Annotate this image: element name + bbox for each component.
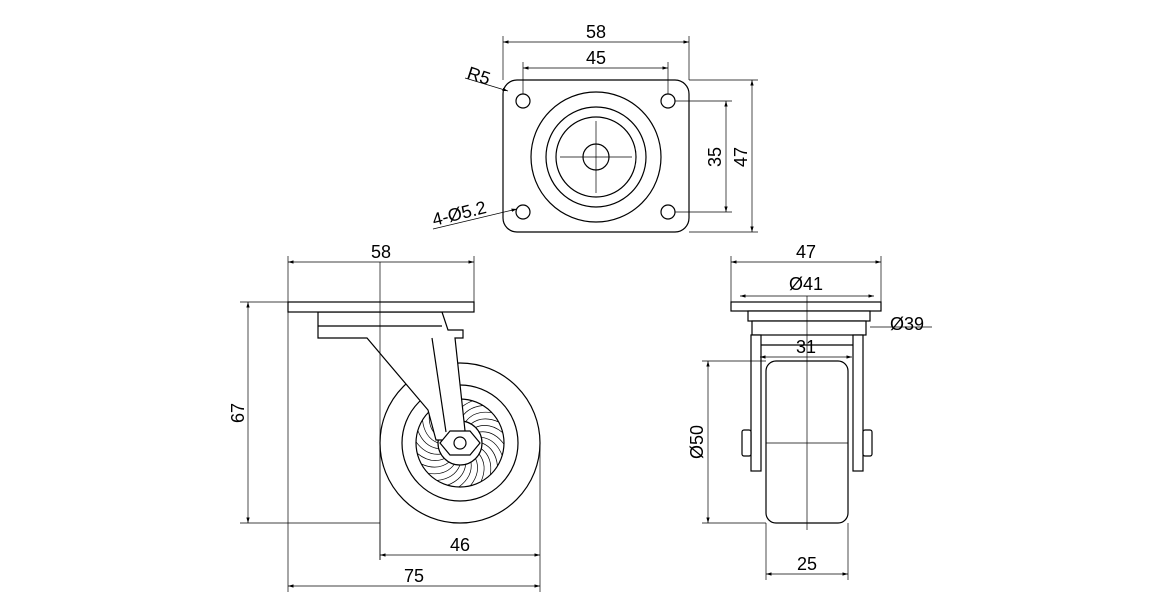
wheel-spoke bbox=[479, 431, 505, 445]
dim-hole-spacing-x: 45 bbox=[586, 48, 606, 68]
wheel-spoke bbox=[447, 464, 467, 486]
dim-plate-width-top: 58 bbox=[586, 22, 606, 42]
wheel-spoke bbox=[428, 464, 455, 475]
mounting-hole-tr bbox=[660, 93, 676, 109]
mounting-hole-br bbox=[660, 204, 676, 220]
dim-wheel-offset: 46 bbox=[450, 535, 470, 555]
wheel-spoke bbox=[422, 419, 439, 444]
dim-plate-width-front: 58 bbox=[371, 242, 391, 262]
dim-swivel-footprint: 75 bbox=[404, 566, 424, 586]
side-view: 47 Ø41 Ø39 31 Ø50 25 bbox=[687, 242, 932, 580]
front-fork-body bbox=[317, 311, 467, 441]
wheel-spoke bbox=[475, 425, 504, 433]
dim-plate-depth-top: 47 bbox=[731, 147, 751, 167]
wheel-spoke bbox=[415, 441, 441, 455]
dim-wheel-width: 25 bbox=[797, 554, 817, 574]
side-bearing-lower bbox=[751, 320, 867, 336]
dim-bearing-diameter: Ø41 bbox=[789, 274, 823, 294]
wheel-spoke bbox=[481, 442, 498, 467]
front-top-plate bbox=[287, 301, 475, 313]
wheel-spoke bbox=[481, 448, 492, 475]
wheel-spoke bbox=[465, 411, 492, 422]
top-race-inner bbox=[555, 116, 637, 198]
dim-fork-inner-width: 31 bbox=[796, 337, 816, 357]
side-top-plate bbox=[730, 301, 882, 312]
dim-plate-depth-side: 47 bbox=[796, 242, 816, 262]
dim-race-diameter: Ø39 bbox=[890, 314, 924, 334]
side-axle-nut-right bbox=[862, 429, 873, 457]
front-axle-nut bbox=[439, 430, 481, 456]
wheel-spoke bbox=[436, 464, 461, 481]
top-view: 58 45 R5 4-Ø5.2 35 47 bbox=[430, 22, 758, 233]
wheel-spoke bbox=[417, 430, 439, 450]
side-fork-left bbox=[750, 334, 762, 472]
top-race-outer bbox=[530, 91, 662, 223]
wheel-spoke bbox=[481, 436, 503, 456]
wheel-spoke bbox=[421, 461, 450, 468]
mounting-hole-bl bbox=[515, 204, 531, 220]
dim-total-height: 67 bbox=[228, 403, 248, 423]
top-race-mid bbox=[545, 106, 647, 208]
wheel-spoke bbox=[478, 453, 485, 482]
dim-wheel-diameter: Ø50 bbox=[687, 425, 707, 459]
side-bearing-upper bbox=[747, 310, 871, 322]
top-plate bbox=[502, 79, 690, 233]
mounting-hole-tl bbox=[515, 93, 531, 109]
side-fork-right bbox=[852, 334, 864, 472]
wheel-spoke bbox=[470, 458, 478, 487]
wheel-spoke bbox=[470, 418, 499, 425]
dim-holes: 4-Ø5.2 bbox=[430, 197, 488, 230]
wheel-spoke bbox=[458, 462, 472, 488]
side-axle-nut-left bbox=[741, 429, 752, 457]
front-view: 58 67 46 75 bbox=[228, 242, 541, 592]
dim-hole-spacing-y: 35 bbox=[705, 147, 725, 167]
wheel-spoke bbox=[416, 453, 445, 461]
